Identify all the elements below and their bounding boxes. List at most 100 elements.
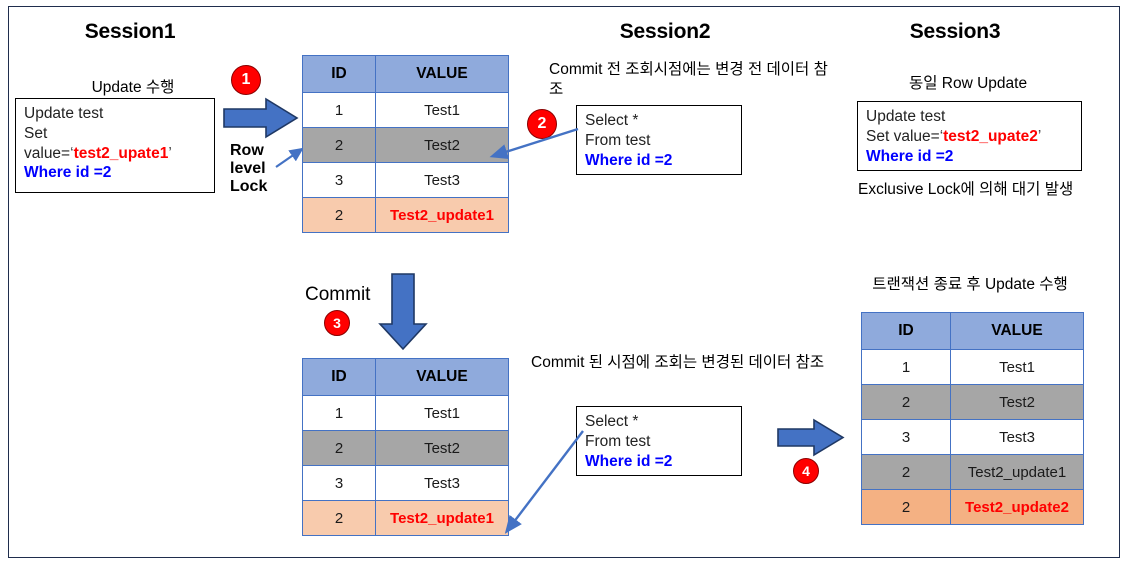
table-row: 2 Test2_update1: [302, 500, 509, 536]
cell-id: 2: [861, 489, 951, 525]
session2-caption-bottom: Commit 된 시점에 조회는 변경된 데이터 참조: [531, 354, 825, 371]
cell-value: Test2_update1: [375, 197, 509, 233]
table-session3-result-grid: ID VALUE 1 Test1 2 Test2 3 Test3 2 Tes: [861, 312, 1084, 525]
s1-code-where: Where id =2: [24, 164, 112, 182]
row-level-lock-line3: Lock: [230, 178, 268, 196]
s3-code-line2: Set value=‘test2_upate2’: [866, 127, 1073, 147]
s2-top-line2: From test: [585, 131, 651, 149]
session2-caption-top: Commit 전 조회시점에는 변경 전 데이터 참조: [549, 61, 828, 99]
cell-id: 2: [302, 127, 376, 163]
arrow-commit-down: [378, 272, 430, 352]
cell-value: Test1: [375, 395, 509, 431]
s1-code-line1: Update test: [24, 105, 104, 122]
table-row: 2 Test2: [302, 127, 509, 163]
cell-value: Test2: [950, 384, 1084, 420]
session3-title: Session3: [909, 20, 1001, 43]
cell-id: 2: [302, 430, 376, 466]
table-row: 1 Test1: [861, 349, 1084, 385]
cell-id: 2: [302, 500, 376, 536]
s3-code-line2-prefix: Set value=: [866, 127, 940, 145]
table-row: 2 Test2_update1: [861, 454, 1084, 490]
session3-wait-note: Exclusive Lock에 의해 대기 발생: [858, 181, 1074, 198]
cell-id: 2: [861, 454, 951, 490]
th-value: VALUE: [950, 312, 1084, 350]
s1-code-line2: Set: [24, 124, 48, 142]
cell-id: 2: [302, 197, 376, 233]
cell-id: 1: [302, 92, 376, 128]
step-badge-4: 4: [793, 458, 819, 484]
s1-code-line3: value=‘test2_upate1’: [24, 144, 206, 164]
session2-title: Session2: [619, 20, 711, 43]
arrow-to-session3-table: [776, 418, 846, 458]
cell-value: Test3: [950, 419, 1084, 455]
cell-value: Test1: [950, 349, 1084, 385]
s1-code-value: test2_upate1: [73, 144, 169, 162]
table-row: 3 Test3: [302, 465, 509, 501]
table-row: 3 Test3: [861, 419, 1084, 455]
cell-value: Test3: [375, 162, 509, 198]
table-header-row: ID VALUE: [861, 312, 1084, 350]
table-row: 3 Test3: [302, 162, 509, 198]
step-badge-1: 1: [231, 65, 261, 95]
table-row: 1 Test1: [302, 395, 509, 431]
session3-update-statement: Update test Set value=‘test2_upate2’ Whe…: [857, 101, 1082, 171]
s2-top-where: Where id =2: [585, 151, 673, 169]
th-value: VALUE: [375, 55, 509, 93]
cell-id: 1: [861, 349, 951, 385]
s3-quote-close: ’: [1037, 127, 1042, 145]
s1-quote-close: ’: [168, 144, 172, 162]
session1-title: Session1: [84, 20, 176, 43]
step-badge-3: 3: [324, 310, 350, 336]
arrow-update-to-table: [222, 96, 300, 140]
commit-label: Commit: [305, 284, 371, 305]
table-row: 2 Test2: [302, 430, 509, 466]
cell-id: 3: [861, 419, 951, 455]
table-row: 1 Test1: [302, 92, 509, 128]
table-row: 2 Test2_update1: [302, 197, 509, 233]
cell-id: 1: [302, 395, 376, 431]
table-before-commit-grid: ID VALUE 1 Test1 2 Test2 3 Test3 2 Tes: [302, 55, 509, 233]
th-id: ID: [302, 358, 376, 396]
arrow-select-to-table1: [485, 125, 580, 165]
arrow-select-to-table2: [497, 428, 587, 540]
row-level-lock-line1: Row: [230, 142, 264, 159]
table-before-commit: ID VALUE 1 Test1 2 Test2 3 Test3 2 Tes: [302, 55, 509, 233]
th-value: VALUE: [375, 358, 509, 396]
table-row: 2 Test2_update2: [861, 489, 1084, 525]
cell-value: Test2_update2: [950, 489, 1084, 525]
table-row: 2 Test2: [861, 384, 1084, 420]
s2-bottom-line1: Select *: [585, 413, 639, 430]
session1-caption: Update 수행: [91, 79, 175, 96]
session1-update-statement: Update test Set value=‘test2_upate1’ Whe…: [15, 98, 215, 193]
s3-code-where: Where id =2: [866, 147, 954, 165]
cell-value: Test2: [375, 430, 509, 466]
s2-bottom-where: Where id =2: [585, 452, 673, 470]
s2-bottom-line2: From test: [585, 432, 651, 450]
cell-id: 3: [302, 465, 376, 501]
s3-code-value: test2_upate2: [943, 127, 1038, 145]
session3-caption: 동일 Row Update: [908, 75, 1028, 92]
cell-value: Test2_update1: [375, 500, 509, 536]
table-header-row: ID VALUE: [302, 55, 509, 93]
th-id: ID: [861, 312, 951, 350]
table-header-row: ID VALUE: [302, 358, 509, 396]
s3-quote-open: ‘: [939, 127, 944, 145]
row-level-lock-label: Row level Lock: [230, 142, 286, 197]
cell-id: 2: [861, 384, 951, 420]
table-after-commit: ID VALUE 1 Test1 2 Test2 3 Test3 2 Tes: [302, 358, 509, 536]
s3-code-line1: Update test: [866, 108, 946, 125]
session2-select-statement-bottom: Select * From test Where id =2: [576, 406, 742, 476]
cell-value: Test1: [375, 92, 509, 128]
cell-value: Test2_update1: [950, 454, 1084, 490]
table-after-commit-grid: ID VALUE 1 Test1 2 Test2 3 Test3 2 Tes: [302, 358, 509, 536]
row-level-lock-line2: level: [230, 160, 266, 178]
s1-code-line3-prefix: value=: [24, 144, 71, 162]
cell-id: 3: [302, 162, 376, 198]
step-badge-2: 2: [527, 109, 557, 139]
session2-select-statement-top: Select * From test Where id =2: [576, 105, 742, 175]
session3-result-caption: 트랜잭션 종료 후 Update 수행: [872, 276, 1068, 293]
cell-value: Test3: [375, 465, 509, 501]
s1-quote-open: ‘: [70, 144, 74, 162]
s2-top-line1: Select *: [585, 112, 639, 129]
